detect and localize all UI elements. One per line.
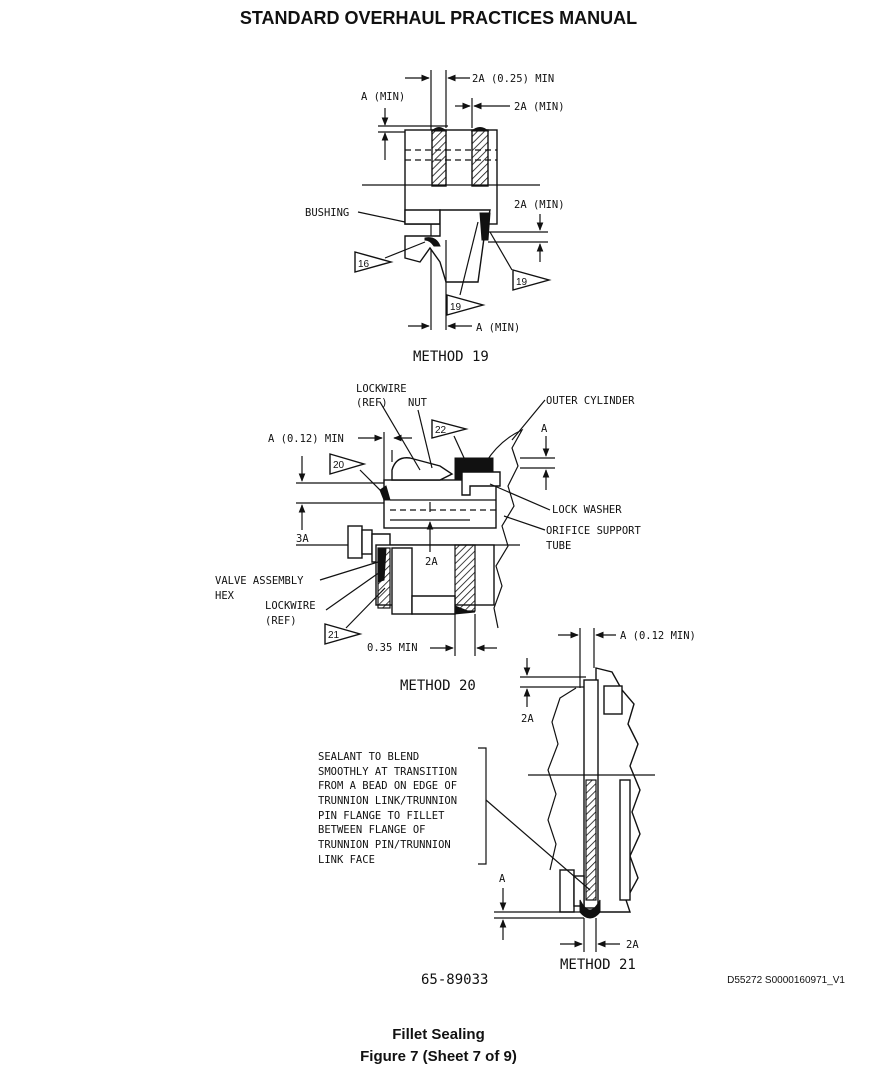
dim-a-min-bottom: A (MIN) (476, 322, 520, 334)
lockwire2-label-line2: (REF) (265, 615, 297, 627)
method-21-diagram (478, 628, 655, 952)
orifice-label-line1: ORIFICE SUPPORT (546, 525, 642, 537)
note-line-7: TRUNNION PIN/TRUNNION (318, 839, 451, 851)
lockwire-ref-line2: (REF) (356, 397, 388, 409)
dim-2a-min-right: 2A (MIN) (514, 199, 565, 211)
method-20-diagram (296, 399, 555, 656)
note-line-4: TRUNNION LINK/TRUNNION (318, 795, 457, 807)
method-21-title: METHOD 21 (560, 957, 636, 973)
note-line-6: BETWEEN FLANGE OF (318, 824, 425, 836)
flag-19a: 19 (450, 302, 462, 313)
method-19-title: METHOD 19 (413, 349, 489, 365)
dim-a-lower: A (499, 873, 506, 885)
flag-16: 16 (358, 259, 370, 270)
nut-label: NUT (408, 397, 428, 409)
dim-2a-lower: 2A (626, 939, 639, 951)
lockwire-ref-line1: LOCKWIRE (356, 383, 407, 395)
dim-035-min: 0.35 MIN (367, 642, 418, 654)
note-line-5: PIN FLANGE TO FILLET (318, 810, 445, 822)
note-line-2: SMOOTHLY AT TRANSITION (318, 766, 457, 778)
note-line-8: LINK FACE (318, 854, 375, 866)
bushing-label: BUSHING (305, 207, 349, 219)
orifice-label-line2: TUBE (546, 540, 571, 552)
note-line-1: SEALANT TO BLEND (318, 751, 419, 763)
dim-3a: 3A (296, 533, 309, 545)
flag-22: 22 (435, 425, 447, 436)
dim-2a: 2A (425, 556, 438, 568)
note-line-3: FROM A BEAD ON EDGE OF (318, 780, 457, 792)
dim-a-012-min-m21: A (0.12 MIN) (620, 630, 696, 642)
lock-washer-label: LOCK WASHER (552, 504, 622, 516)
figure-number: Figure 7 (Sheet 7 of 9) (360, 1048, 517, 1065)
lockwire2-label-line1: LOCKWIRE (265, 600, 316, 612)
outer-cylinder-label: OUTER CYLINDER (546, 395, 635, 407)
flag-21: 21 (328, 630, 340, 641)
dim-2a-upper: 2A (521, 713, 534, 725)
drawing-number: 65-89033 (421, 972, 488, 988)
valve-label-line1: VALVE ASSEMBLY (215, 575, 304, 587)
dim-2a-025-min: 2A (0.25) MIN (472, 73, 554, 85)
figure-title: Fillet Sealing (392, 1026, 485, 1043)
flag-19b: 19 (516, 277, 528, 288)
dim-a-right: A (541, 423, 548, 435)
method-20-title: METHOD 20 (400, 678, 476, 694)
page-header: STANDARD OVERHAUL PRACTICES MANUAL (239, 8, 638, 28)
flag-20: 20 (333, 460, 345, 471)
dim-a-min-top: A (MIN) (361, 91, 405, 103)
method-19-diagram (354, 70, 552, 330)
valve-label-line2: HEX (215, 590, 235, 602)
dim-a-012-min: A (0.12) MIN (268, 433, 344, 445)
dim-2a-min-top: 2A (MIN) (514, 101, 565, 113)
reference-code: D55272 S0000160971_V1 (727, 975, 845, 986)
